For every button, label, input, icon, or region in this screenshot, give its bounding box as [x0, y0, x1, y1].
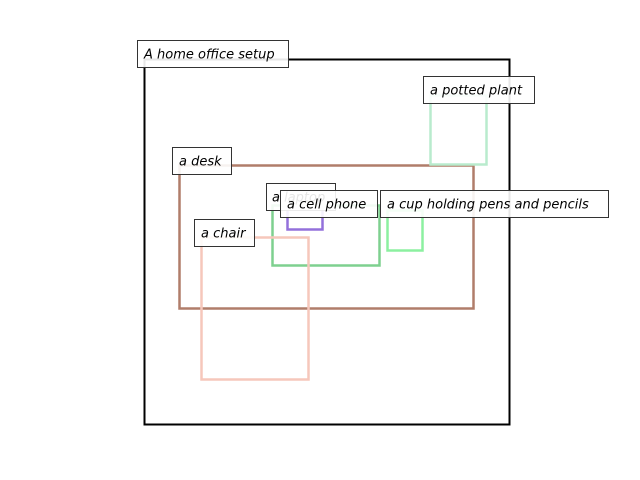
plant-label: a potted plant [423, 76, 535, 104]
phone-label-text: a cell phone [287, 198, 366, 213]
cup-label-text: a cup holding pens and pencils [387, 198, 589, 213]
desk-bounding-box [178, 164, 475, 310]
chair-label: a chair [194, 219, 255, 247]
desk-label-text: a desk [179, 155, 222, 170]
cup-label: a cup holding pens and pencils [380, 190, 609, 218]
scene-caption-label: A home office setup [137, 40, 289, 68]
desk-label: a desk [172, 147, 232, 175]
scene-caption-text: A home office setup [143, 48, 275, 63]
chair-label-text: a chair [201, 227, 247, 242]
scene-bounding-box [143, 58, 511, 426]
potted-plant-bounding-box [429, 94, 488, 166]
phone-label: a cell phone [280, 190, 378, 218]
plant-label-text: a potted plant [430, 84, 523, 99]
